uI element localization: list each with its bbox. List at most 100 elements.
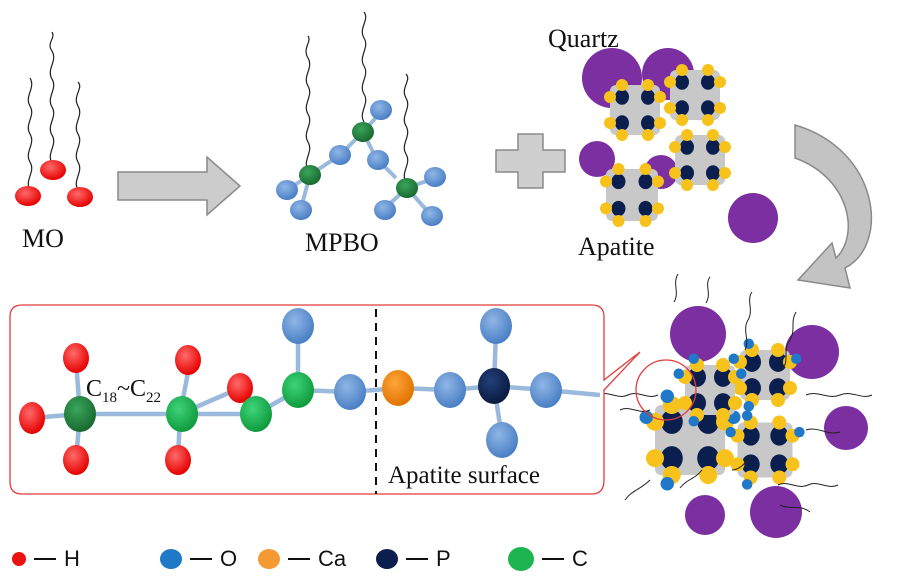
chain-c1: C: [86, 376, 103, 402]
callout-atom-h: [227, 373, 253, 403]
legend-dot-ca: [258, 549, 280, 569]
legend-item-c: C: [508, 541, 588, 577]
phosphate-site: [680, 139, 694, 155]
chain-c2: C: [130, 376, 147, 402]
chain-subscript-22: 22: [146, 389, 162, 406]
legend-dot-p: [376, 549, 398, 569]
mo-tail: [49, 31, 55, 164]
calcium-site: [772, 470, 787, 485]
phosphate-site: [701, 100, 715, 116]
mpbo-atom-c: [299, 165, 321, 185]
callout-atom-c: [240, 396, 272, 432]
calcium-site: [652, 202, 664, 215]
phosphate-site: [769, 378, 787, 398]
phosphate-site: [770, 425, 789, 446]
phosphate-site: [638, 173, 653, 190]
legend: H O Ca P C: [0, 541, 908, 577]
calcium-site: [669, 141, 681, 153]
adsorbed-oxygen: [736, 368, 747, 379]
mpbo-atom-o: [424, 167, 446, 187]
quartz-particle: [750, 486, 802, 538]
calcium-site: [678, 396, 692, 410]
callout-atom-o: [334, 374, 366, 410]
mpbo-atom-c: [352, 122, 374, 142]
phosphate-site: [641, 89, 655, 105]
calcium-site: [716, 358, 730, 372]
legend-dash: [542, 558, 564, 560]
calcium-site: [604, 117, 616, 129]
mo-head-h: [67, 187, 93, 207]
phosphate-site: [697, 446, 720, 471]
adsorbed-oxygen: [688, 416, 699, 427]
calcium-site: [785, 457, 800, 472]
quartz-particle: [670, 306, 726, 362]
calcium-site: [707, 129, 719, 141]
apatite-particle: [604, 79, 666, 141]
collector-tails: [597, 273, 873, 513]
quartz-particle: [685, 495, 725, 535]
legend-dot-c: [508, 547, 534, 571]
phosphate-site: [675, 74, 689, 90]
phosphate-site: [688, 393, 706, 413]
phosphate-site: [688, 367, 706, 387]
callout-atom-o: [434, 372, 466, 408]
callout-atom-o: [530, 372, 562, 408]
callout-atom-c: [166, 396, 198, 432]
calcium-site: [702, 64, 714, 76]
phosphate-site: [641, 115, 655, 131]
calcium-site: [652, 175, 664, 188]
callout-atom-h: [175, 345, 201, 375]
quartz-particle: [785, 325, 839, 379]
label-apatite-surface: Apatite surface: [388, 462, 541, 489]
apatite-particle: [669, 129, 731, 191]
quartz-particle: [579, 141, 615, 177]
mo-head-h: [15, 186, 41, 206]
mo-tail: [75, 81, 81, 191]
calcium-site: [714, 76, 726, 88]
mineral-mixture: [579, 48, 778, 243]
zoom-circle: [635, 359, 697, 421]
phosphate-site: [611, 173, 626, 190]
calcium-site: [646, 449, 664, 468]
phosphate-site: [680, 165, 694, 181]
legend-item-ca: Ca: [258, 541, 346, 577]
mpbo-tail: [361, 11, 367, 123]
legend-item-h: H: [12, 541, 80, 577]
quartz-particle: [824, 406, 868, 450]
mpbo-atom-o: [290, 200, 312, 220]
calcium-site: [707, 179, 719, 191]
calcium-site: [612, 215, 625, 227]
calcium-site: [714, 102, 726, 114]
adsorbed-oxygen: [673, 368, 684, 379]
callout-atom-h: [63, 343, 89, 373]
calcium-site: [654, 91, 666, 103]
callout-atom-h: [165, 445, 191, 475]
adsorbed-oxygen: [660, 477, 674, 491]
calcium-site: [716, 449, 734, 468]
calcium-site: [681, 179, 693, 191]
phosphate-site: [611, 200, 626, 217]
callout-atom-h: [63, 445, 89, 475]
legend-label-ca: Ca: [318, 546, 347, 571]
phosphate-site: [615, 115, 629, 131]
phosphate-site: [741, 454, 760, 475]
calcium-site: [654, 117, 666, 129]
plus-sign: [495, 133, 566, 189]
calcium-site: [600, 175, 612, 188]
callout-atom-ca: [382, 370, 414, 406]
adsorbed-oxygen: [743, 338, 754, 349]
chain-subscript-18: 18: [102, 389, 118, 406]
callout-atom-c: [282, 372, 314, 408]
calcium-site: [642, 79, 654, 91]
calcium-site: [772, 415, 787, 430]
apatite-particle: [600, 163, 664, 227]
adsorbed-oxygen: [743, 401, 754, 412]
legend-item-p: P: [376, 541, 451, 577]
adsorbed-oxygen: [741, 410, 753, 421]
phosphate-site: [660, 446, 683, 471]
label-mo: MO: [22, 224, 64, 253]
quartz-particle: [728, 193, 778, 243]
calcium-site: [676, 64, 688, 76]
curved-arrow: [794, 123, 873, 289]
